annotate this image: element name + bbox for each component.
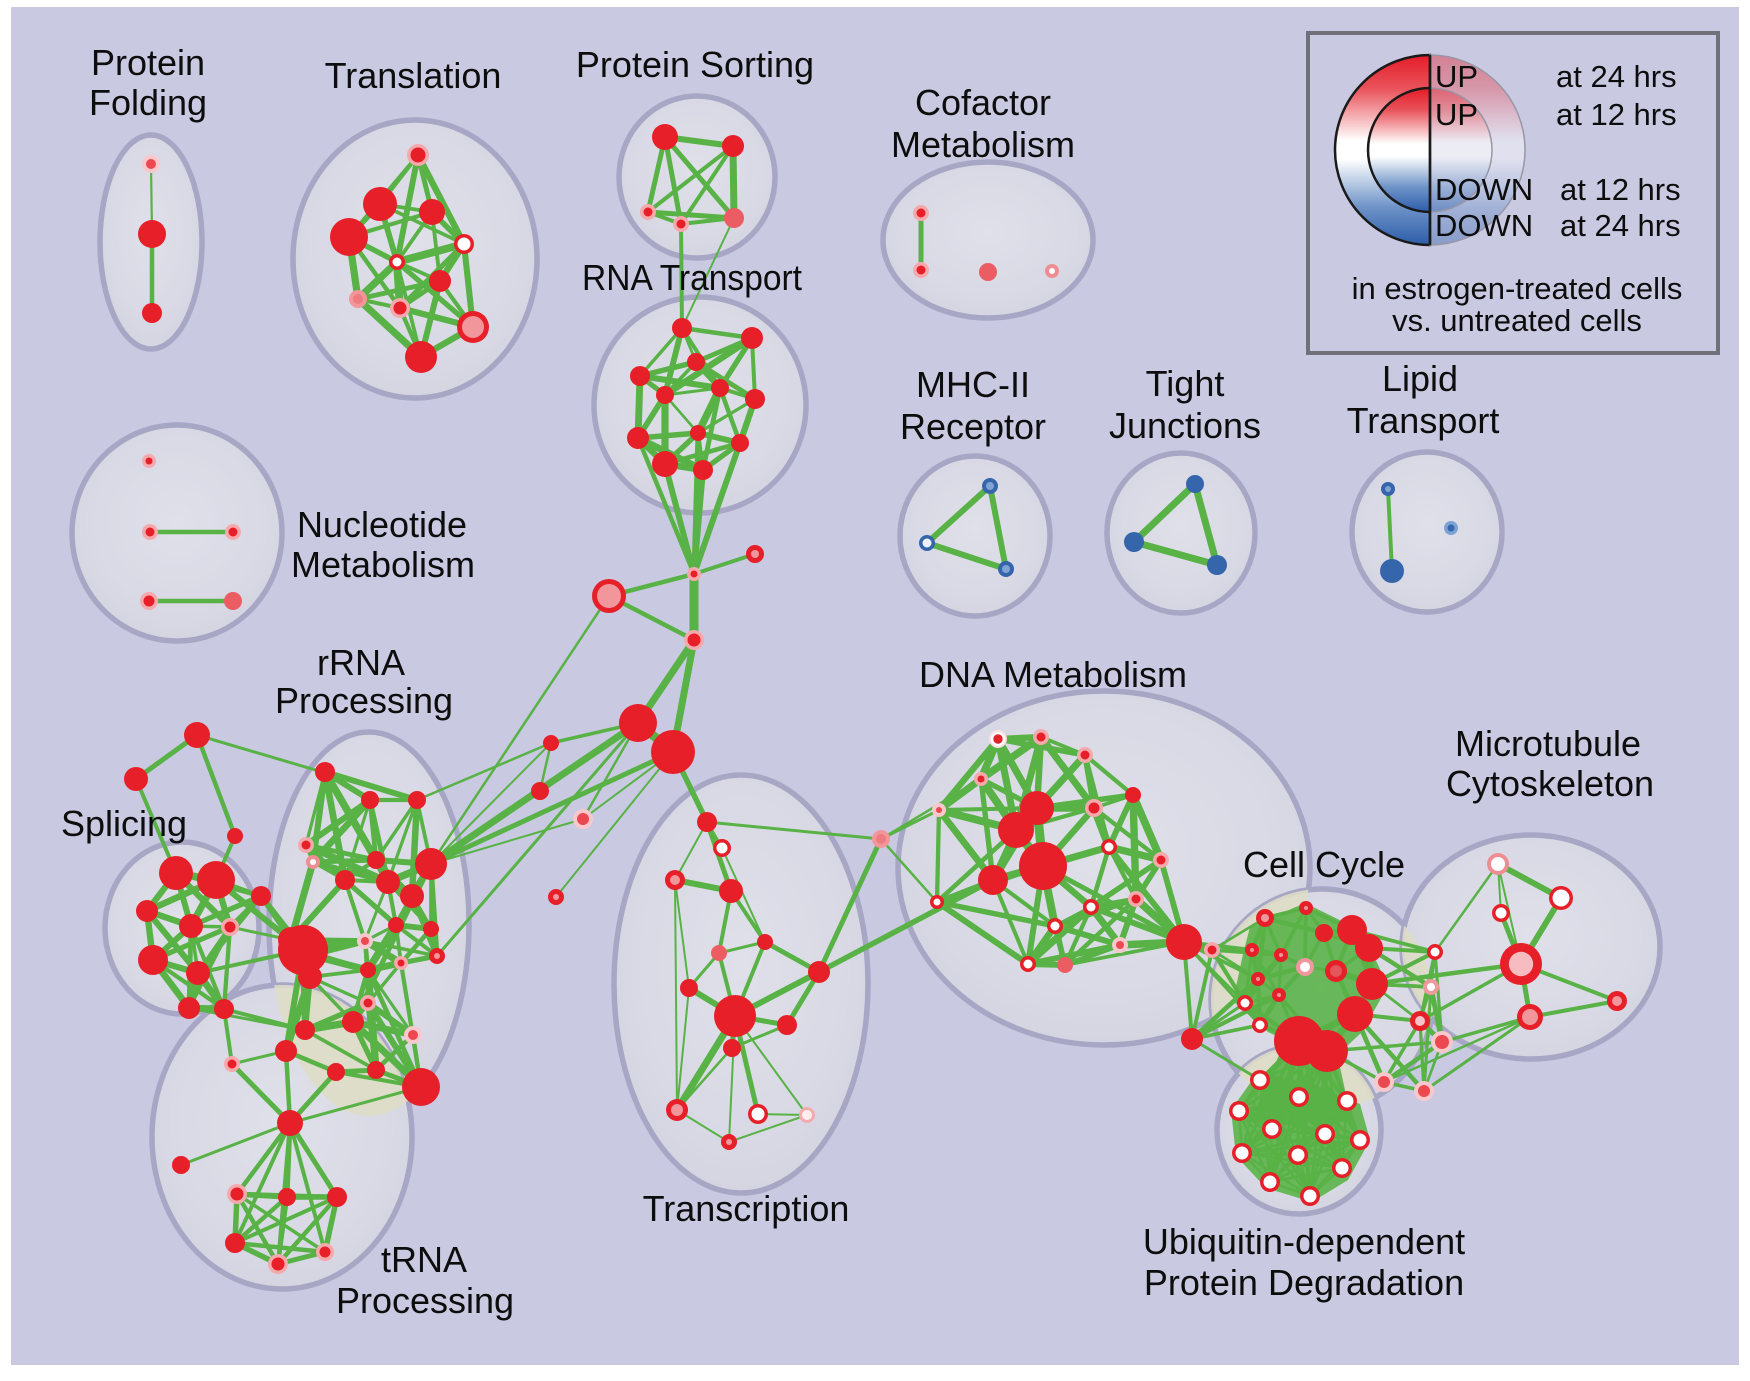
svg-text:in estrogen-treated cells: in estrogen-treated cells — [1352, 271, 1683, 306]
svg-text:Cell Cycle: Cell Cycle — [1243, 844, 1405, 885]
svg-text:DOWN: DOWN — [1435, 172, 1533, 207]
svg-text:Cofactor: Cofactor — [915, 82, 1051, 123]
svg-text:DNA Metabolism: DNA Metabolism — [919, 654, 1187, 695]
svg-text:rRNA: rRNA — [317, 642, 405, 683]
svg-text:Metabolism: Metabolism — [891, 124, 1075, 165]
svg-text:MHC-II: MHC-II — [916, 364, 1030, 405]
svg-text:at 24 hrs: at 24 hrs — [1556, 59, 1677, 94]
svg-text:Tight: Tight — [1146, 363, 1225, 404]
svg-text:UP: UP — [1435, 97, 1478, 132]
svg-text:Junctions: Junctions — [1109, 405, 1261, 446]
svg-text:Lipid: Lipid — [1382, 358, 1458, 399]
svg-text:at 24 hrs: at 24 hrs — [1560, 208, 1681, 243]
svg-text:Splicing: Splicing — [61, 803, 187, 844]
svg-text:vs. untreated cells: vs. untreated cells — [1392, 303, 1642, 338]
svg-text:Metabolism: Metabolism — [291, 544, 475, 585]
svg-text:RNA Transport: RNA Transport — [582, 257, 802, 298]
svg-text:Translation: Translation — [325, 55, 502, 96]
svg-text:tRNA: tRNA — [381, 1239, 467, 1280]
svg-text:Folding: Folding — [89, 82, 207, 123]
svg-text:Cytoskeleton: Cytoskeleton — [1446, 763, 1654, 804]
svg-text:Transcription: Transcription — [643, 1188, 850, 1229]
svg-text:Processing: Processing — [336, 1280, 514, 1321]
svg-text:Transport: Transport — [1347, 400, 1500, 441]
svg-text:DOWN: DOWN — [1435, 208, 1533, 243]
svg-text:Microtubule: Microtubule — [1455, 723, 1641, 764]
svg-text:at 12 hrs: at 12 hrs — [1556, 97, 1677, 132]
svg-text:Ubiquitin-dependent: Ubiquitin-dependent — [1143, 1221, 1465, 1262]
svg-text:Protein: Protein — [91, 42, 205, 83]
svg-text:Receptor: Receptor — [900, 406, 1046, 447]
svg-text:Processing: Processing — [275, 680, 453, 721]
svg-text:Nucleotide: Nucleotide — [297, 504, 467, 545]
svg-text:UP: UP — [1435, 59, 1478, 94]
svg-text:at 12 hrs: at 12 hrs — [1560, 172, 1681, 207]
svg-text:Protein Sorting: Protein Sorting — [576, 44, 814, 85]
svg-text:Protein Degradation: Protein Degradation — [1144, 1262, 1464, 1303]
